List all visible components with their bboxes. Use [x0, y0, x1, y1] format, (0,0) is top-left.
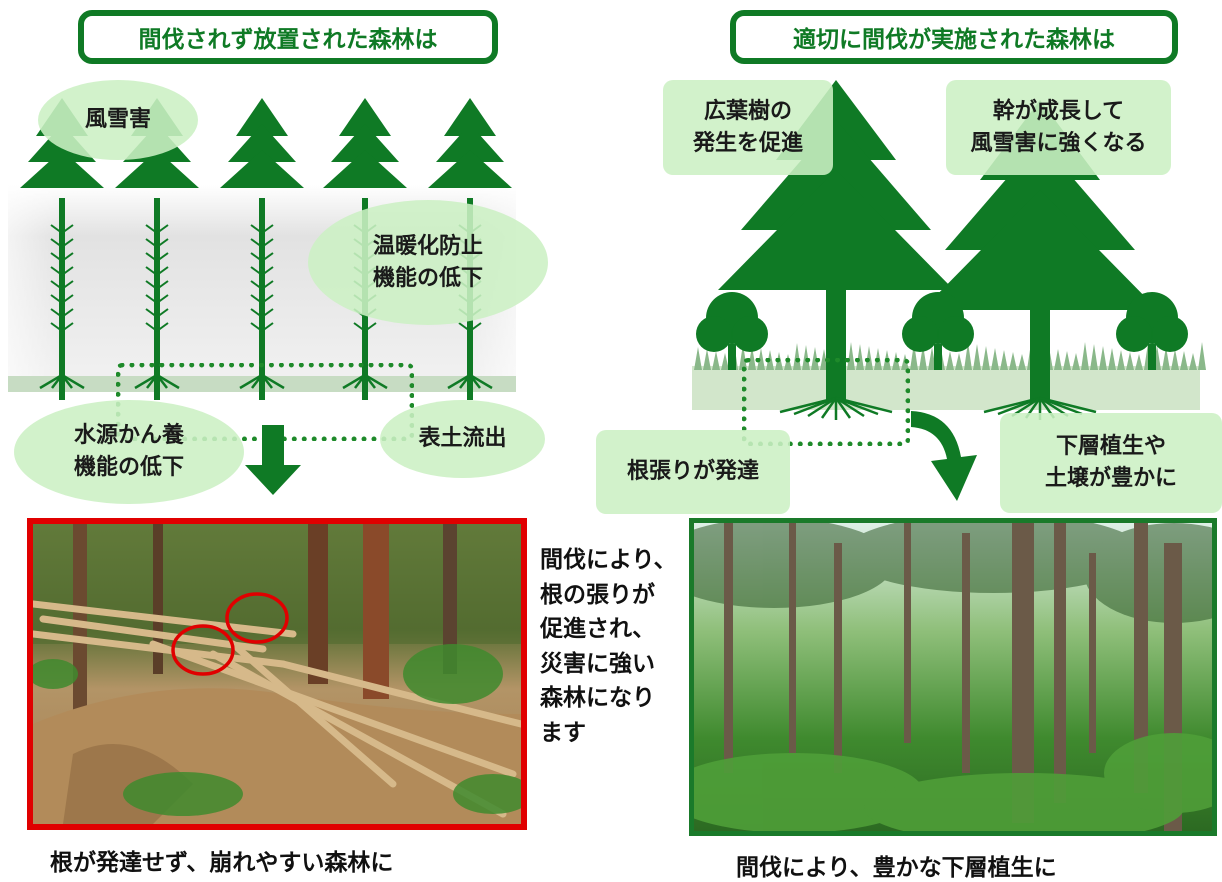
- right-photo-thinned-forest: [689, 518, 1217, 836]
- right-caption: 間伐により、豊かな下層植生に: [736, 855, 1057, 881]
- broadleaf-bush: [1116, 292, 1188, 370]
- left-photo-collapsed-forest: [27, 518, 527, 830]
- right-curved-arrow: [911, 411, 977, 501]
- crowded-tree: [220, 98, 304, 400]
- left-title-box: 間伐されず放置された森林は: [78, 10, 498, 64]
- bubble-trunk: 幹が成長して 風雪害に強くなる: [946, 80, 1171, 175]
- bubble-wind-snow: 風雪害: [38, 80, 198, 160]
- bubble-warming: 温暖化防止 機能の低下: [308, 200, 548, 325]
- bubble-water: 水源かん養 機能の低下: [14, 400, 244, 504]
- bubble-roots: 根張りが発達: [596, 430, 790, 514]
- right-title: 適切に間伐が実施された森林は: [793, 27, 1115, 53]
- middle-explanation: 間伐により、 根の張りが 促進され、 災害に強い 森林になり ます: [540, 547, 677, 746]
- broadleaf-bush: [696, 292, 768, 370]
- left-caption: 根が発達せず、崩れやすい森林に: [50, 850, 394, 876]
- right-root-zone-outline: [742, 358, 910, 446]
- right-title-box: 適切に間伐が実施された森林は: [730, 10, 1178, 64]
- left-down-arrow: [245, 425, 301, 495]
- left-title: 間伐されず放置された森林は: [138, 27, 438, 53]
- bubble-undergrowth: 下層植生や 土壌が豊かに: [1000, 413, 1222, 513]
- broadleaf-bush: [902, 292, 974, 370]
- bubble-topsoil: 表土流出: [380, 400, 545, 478]
- bubble-broadleaf: 広葉樹の 発生を促進: [663, 80, 833, 175]
